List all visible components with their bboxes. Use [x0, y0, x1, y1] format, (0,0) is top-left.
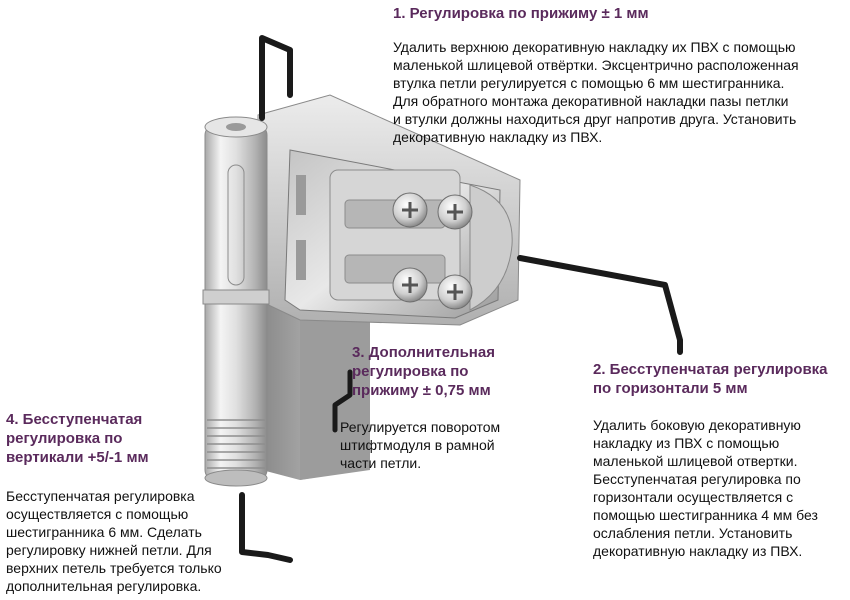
text-line: дополнительная регулировка.: [6, 578, 202, 594]
text-line: шестигранника 6 мм. Сделать: [6, 524, 202, 540]
text-line: Удалить верхнюю декоративную накладку их…: [393, 39, 796, 55]
text-line: Регулируется поворотом: [340, 419, 501, 435]
heading-line: регулировка по: [352, 363, 469, 380]
section-3-description: Регулируется поворотом штифтмодуля в рам…: [340, 418, 500, 472]
heading-line: регулировка по: [6, 430, 123, 447]
heading-line: прижиму ± 0,75 мм: [352, 382, 491, 399]
section-3-heading: 3. Дополнительная регулировка по прижиму…: [352, 343, 495, 400]
text-line: части петли.: [340, 455, 422, 471]
heading-line: по горизонтали 5 мм: [593, 380, 748, 397]
text-line: Для обратного монтажа декоративной накла…: [393, 93, 789, 109]
text-line: Бесступенчатая регулировка по: [593, 471, 801, 487]
text-line: верхних петель требуется только: [6, 560, 222, 576]
heading-line: вертикали +5/-1 мм: [6, 449, 149, 466]
text-line: штифтмодуля в рамной: [340, 437, 495, 453]
hex-key-icon: [517, 255, 683, 355]
text-line: помощью шестигранника 4 мм без: [593, 507, 818, 523]
screw-icon: [392, 192, 428, 228]
hex-key-icon: [332, 369, 353, 433]
text-line: втулка петли регулируется с помощью 6 мм…: [393, 75, 785, 91]
text-line: ослабления петли. Установить: [593, 525, 793, 541]
heading-line: 2. Бесступенчатая регулировка: [593, 361, 828, 378]
text-line: горизонтали осуществляется с: [593, 489, 794, 505]
hinge-barrel: [202, 116, 270, 487]
hex-key-icon: [239, 492, 293, 563]
section-2-heading: 2. Бесступенчатая регулировка по горизон…: [593, 360, 828, 398]
section-2-description: Удалить боковую декоративную накладку из…: [593, 416, 818, 560]
heading-line: 3. Дополнительная: [352, 344, 495, 361]
text-line: декоративную накладку из ПВХ.: [593, 543, 803, 559]
hex-key-icon: [259, 35, 293, 121]
section-1-description: Удалить верхнюю декоративную накладку их…: [393, 38, 799, 146]
section-1-heading: 1. Регулировка по прижиму ± 1 мм: [393, 4, 649, 23]
text-line: Бесступенчатая регулировка: [6, 488, 195, 504]
text-line: осуществляется с помощью: [6, 506, 189, 522]
heading-line: 4. Бесступенчатая: [6, 411, 143, 428]
heading-line: 1. Регулировка по прижиму ± 1 мм: [393, 5, 649, 22]
section-4-heading: 4. Бесступенчатая регулировка по вертика…: [6, 410, 149, 467]
section-4-description: Бесступенчатая регулировка осуществляетс…: [6, 487, 222, 595]
text-line: регулировку нижней петли. Для: [6, 542, 212, 558]
text-line: декоративную накладку из ПВХ.: [393, 129, 603, 145]
screw-icon: [392, 267, 428, 303]
text-line: маленькой шлицевой отвертки.: [593, 453, 798, 469]
text-line: накладку из ПВХ с помощью: [593, 435, 780, 451]
screw-icon: [437, 194, 473, 230]
text-line: и втулки должны находиться друг напротив…: [393, 111, 797, 127]
text-line: Удалить боковую декоративную: [593, 417, 801, 433]
text-line: маленькой шлицевой отвёртки. Эксцентричн…: [393, 57, 799, 73]
screw-icon: [437, 274, 473, 310]
